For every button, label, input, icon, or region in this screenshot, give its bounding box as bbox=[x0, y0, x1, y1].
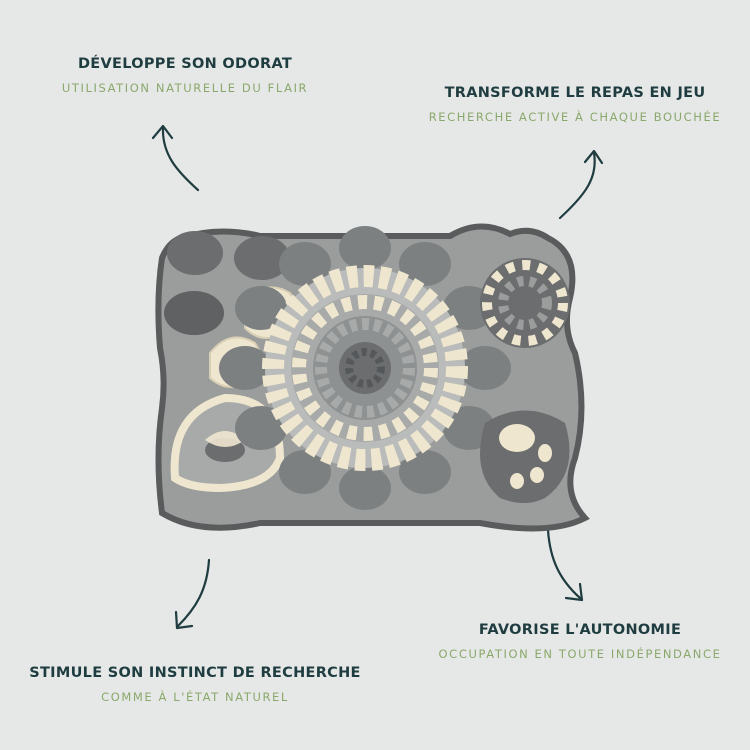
fringe-patch bbox=[480, 258, 570, 348]
feature-title: FAVORISE L'AUTONOMIE bbox=[478, 622, 682, 638]
feature-game: TRANSFORME LE REPAS EN JEU RECHERCHE ACT… bbox=[420, 85, 730, 124]
feature-title: DÉVELOPPE SON ODORAT bbox=[77, 56, 293, 72]
feature-subtitle: RECHERCHE ACTIVE À CHAQUE BOUCHÉE bbox=[428, 110, 722, 124]
feature-subtitle: OCCUPATION EN TOUTE INDÉPENDANCE bbox=[438, 647, 722, 661]
feature-autonomy: FAVORISE L'AUTONOMIE OCCUPATION EN TOUTE… bbox=[420, 622, 740, 661]
feature-subtitle: UTILISATION NATURELLE DU FLAIR bbox=[61, 81, 309, 95]
feature-subtitle: COMME À L'ÉTAT NATUREL bbox=[101, 690, 289, 704]
snuffle-mat-image bbox=[155, 223, 590, 532]
feature-title: TRANSFORME LE REPAS EN JEU bbox=[444, 85, 706, 101]
flower-center bbox=[219, 226, 511, 510]
feature-instinct: STIMULE SON INSTINCT DE RECHERCHE COMME … bbox=[15, 665, 375, 704]
feature-smell: DÉVELOPPE SON ODORAT UTILISATION NATUREL… bbox=[40, 56, 330, 95]
paw-icon bbox=[480, 410, 570, 503]
feature-title: STIMULE SON INSTINCT DE RECHERCHE bbox=[29, 665, 361, 681]
